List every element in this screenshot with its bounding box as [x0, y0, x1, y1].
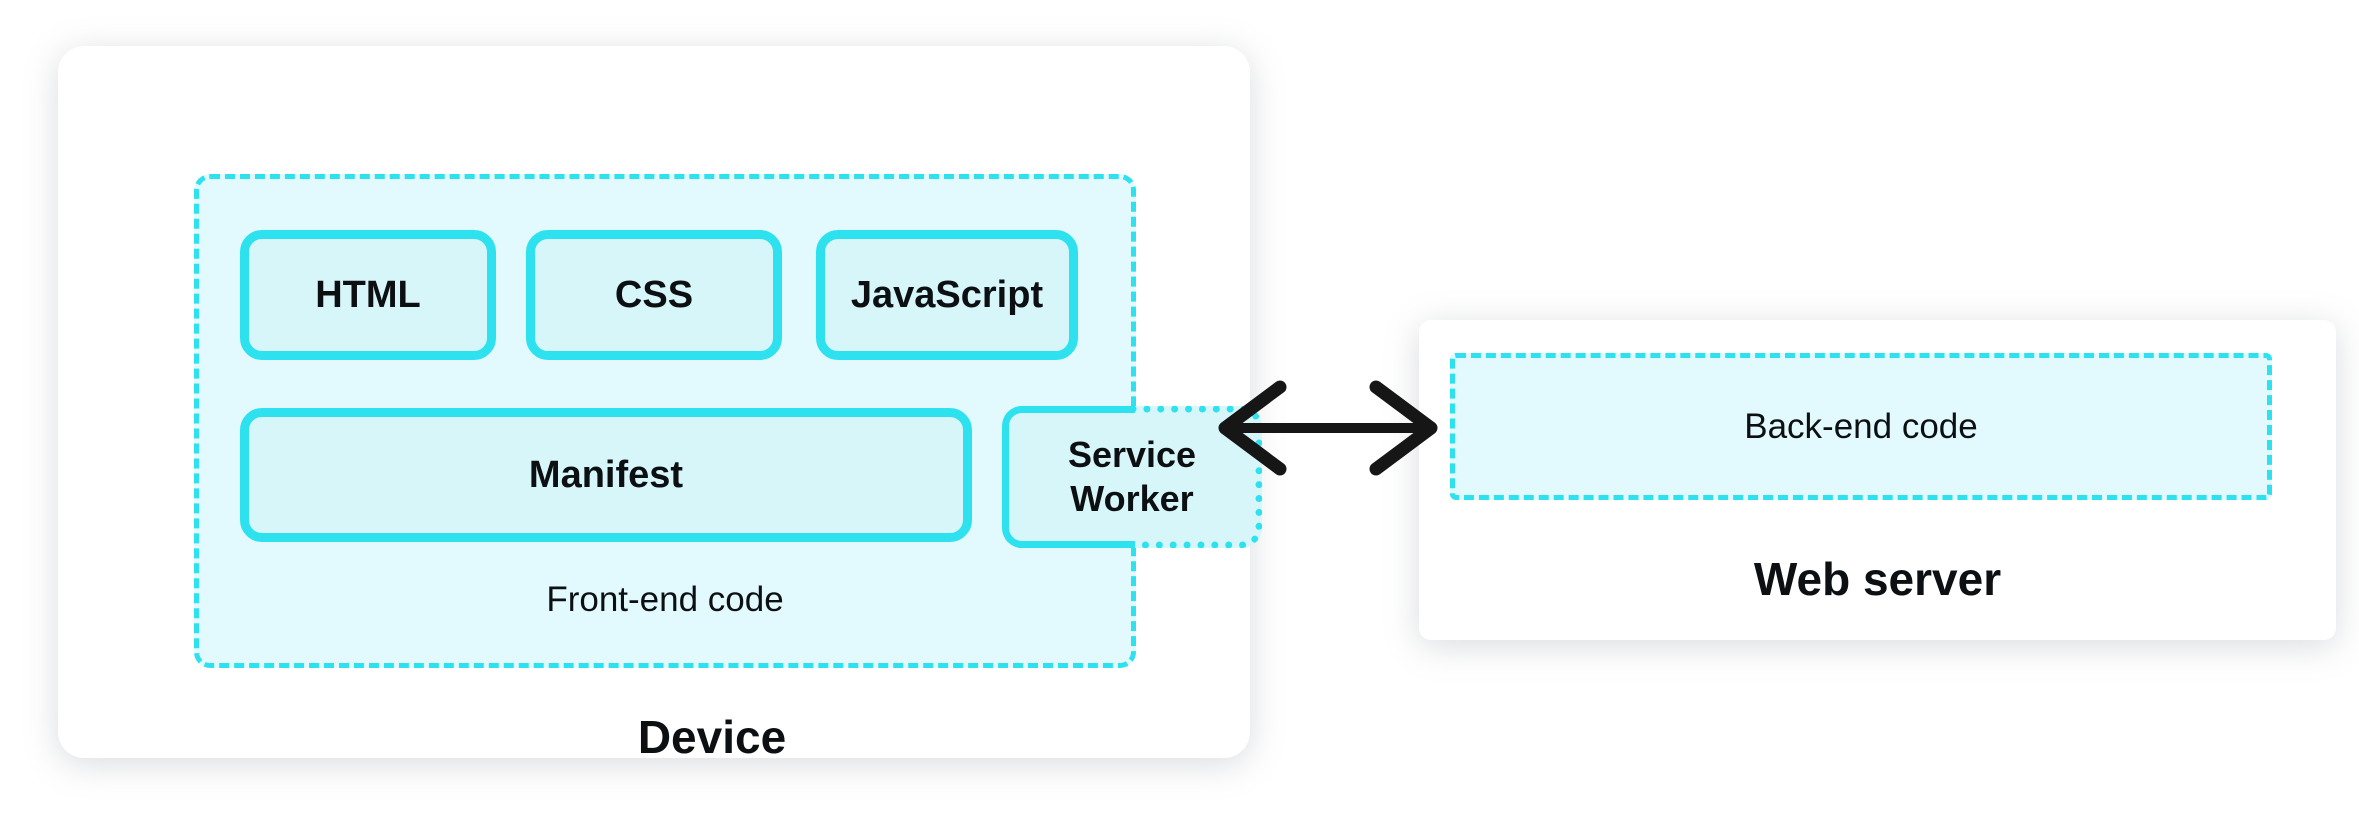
device-label: Device — [637, 711, 787, 763]
html-box-label: HTML — [315, 273, 421, 316]
css-box: CSS — [526, 230, 782, 360]
javascript-box-label: JavaScript — [850, 273, 1044, 316]
manifest-box: Manifest — [240, 408, 972, 542]
html-box: HTML — [240, 230, 496, 360]
device-card: HTML CSS JavaScript Manifest Service Wor… — [58, 46, 1262, 763]
css-box-label: CSS — [614, 273, 694, 316]
manifest-box-label: Manifest — [528, 453, 684, 496]
frontend-code-label: Front-end code — [546, 580, 784, 619]
javascript-box: JavaScript — [816, 230, 1078, 360]
backend-code-label: Back-end code — [1744, 406, 1978, 446]
service-worker-box: Service Worker — [1002, 406, 1262, 548]
service-worker-label: Service Worker — [1067, 434, 1197, 519]
web-server-label: Web server — [1753, 553, 2002, 605]
backend-code-box: Back-end code — [1450, 353, 2272, 500]
bidirectional-arrow-icon — [1208, 368, 1448, 488]
